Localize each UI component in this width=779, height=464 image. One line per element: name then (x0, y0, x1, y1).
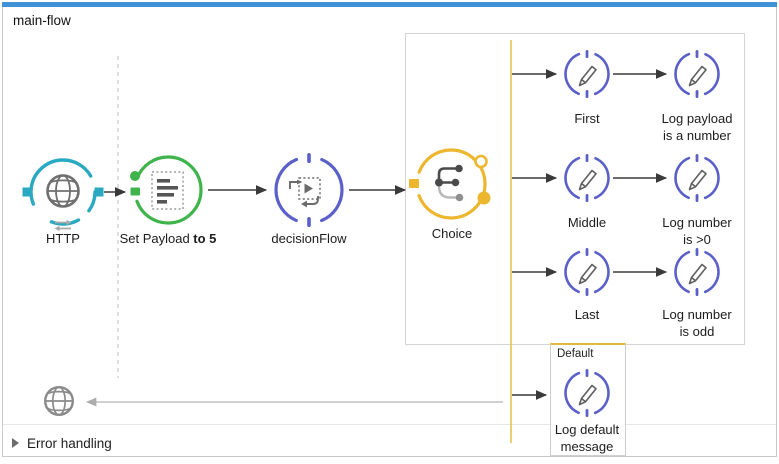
flow-reference-icon (274, 153, 344, 227)
set-payload-node[interactable] (128, 150, 208, 235)
pencil-icon (564, 248, 610, 296)
error-handling-section[interactable]: Error handling (12, 433, 112, 453)
globe-icon (43, 385, 75, 417)
logger-log-odd-node[interactable] (672, 247, 722, 302)
logger-log-gt0-node[interactable] (672, 153, 722, 208)
choice-router-node[interactable] (406, 143, 498, 232)
pencil-icon (674, 50, 720, 98)
http-label: HTTP (46, 231, 80, 246)
flow-selected-bar (2, 2, 777, 7)
branch-icon (409, 148, 491, 220)
pencil-icon (564, 50, 610, 98)
decision-flow-label: decisionFlow (271, 231, 347, 246)
payload-document-icon (130, 155, 203, 225)
pencil-icon (564, 369, 610, 417)
default-route-label: Default (557, 348, 594, 360)
choice-label: Choice (431, 226, 473, 241)
set-payload-label: Set Payload to 5 (119, 231, 217, 246)
globe-icon (22, 158, 104, 232)
error-handling-divider (3, 424, 776, 425)
decision-flow-node[interactable] (271, 152, 347, 233)
logger-middle-label: Middle (567, 215, 607, 230)
flow-title: main-flow (13, 13, 71, 28)
logger-first-node[interactable] (562, 49, 612, 104)
logger-last-node[interactable] (562, 247, 612, 302)
logger-log-default-node[interactable] (562, 368, 612, 423)
logger-last-label: Last (574, 307, 600, 322)
exchange-arrows-icon (54, 219, 72, 232)
error-return-target[interactable] (42, 384, 76, 423)
logger-middle-node[interactable] (562, 153, 612, 208)
http-listener-node[interactable] (22, 150, 104, 241)
logger-first-label: First (574, 111, 600, 126)
logger-log-payload-node[interactable] (672, 49, 722, 104)
expand-triangle-icon[interactable] (12, 438, 19, 448)
pencil-icon (564, 154, 610, 202)
pencil-icon (674, 248, 720, 296)
error-handling-label: Error handling (27, 435, 112, 451)
pencil-icon (674, 154, 720, 202)
